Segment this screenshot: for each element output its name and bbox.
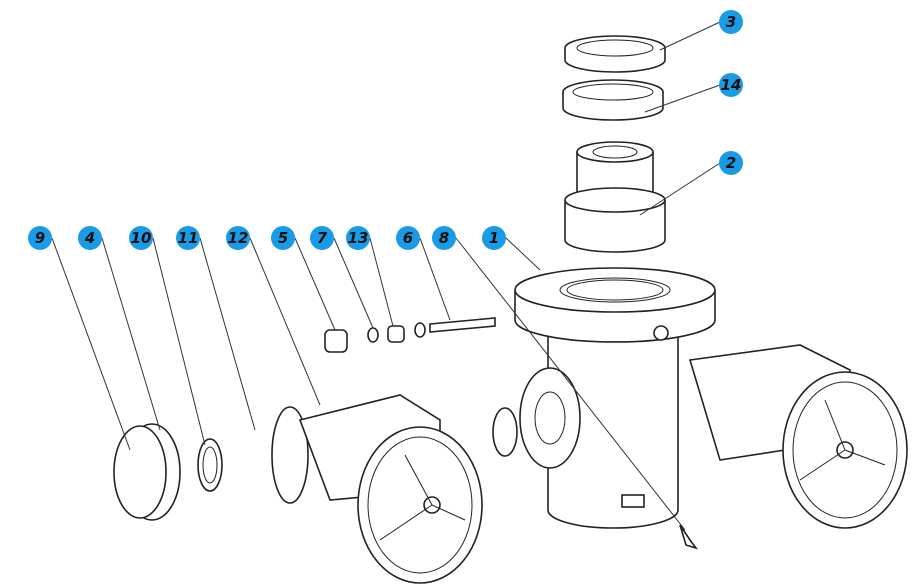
callout-6: 6 [396, 226, 420, 250]
callout-3: 3 [719, 10, 743, 34]
svg-text:9: 9 [35, 229, 45, 247]
svg-text:3: 3 [726, 13, 736, 31]
callout-5: 5 [271, 226, 295, 250]
callout-12: 12 [226, 226, 250, 250]
callout-7: 7 [310, 226, 334, 250]
svg-text:11: 11 [178, 229, 199, 247]
svg-text:7: 7 [317, 229, 328, 247]
small-parts [324, 317, 699, 550]
callout-11: 11 [176, 226, 200, 250]
svg-text:4: 4 [84, 229, 95, 247]
left-valve [113, 394, 483, 584]
svg-text:14: 14 [721, 76, 742, 94]
body-part-1 [514, 267, 716, 529]
svg-text:1: 1 [489, 229, 499, 247]
callout-8: 8 [432, 226, 456, 250]
leader-lines [51, 21, 721, 531]
svg-text:2: 2 [726, 154, 736, 172]
ring-part-14 [562, 79, 664, 121]
svg-text:13: 13 [348, 229, 369, 247]
callout-9: 9 [28, 226, 52, 250]
right-valve [492, 344, 908, 529]
callout-13: 13 [346, 226, 370, 250]
callout-1: 1 [482, 226, 506, 250]
svg-text:10: 10 [131, 229, 152, 247]
svg-text:6: 6 [403, 229, 413, 247]
svg-text:8: 8 [439, 229, 449, 247]
callout-10: 10 [129, 226, 153, 250]
svg-text:12: 12 [228, 229, 249, 247]
callouts: 3 14 2 9 4 10 11 12 5 7 13 6 8 1 [28, 10, 743, 250]
bushing-part-2 [564, 141, 666, 253]
callout-2: 2 [719, 151, 743, 175]
callout-14: 14 [719, 73, 743, 97]
callout-4: 4 [78, 226, 102, 250]
ring-part-3 [564, 35, 666, 73]
svg-text:5: 5 [278, 229, 288, 247]
